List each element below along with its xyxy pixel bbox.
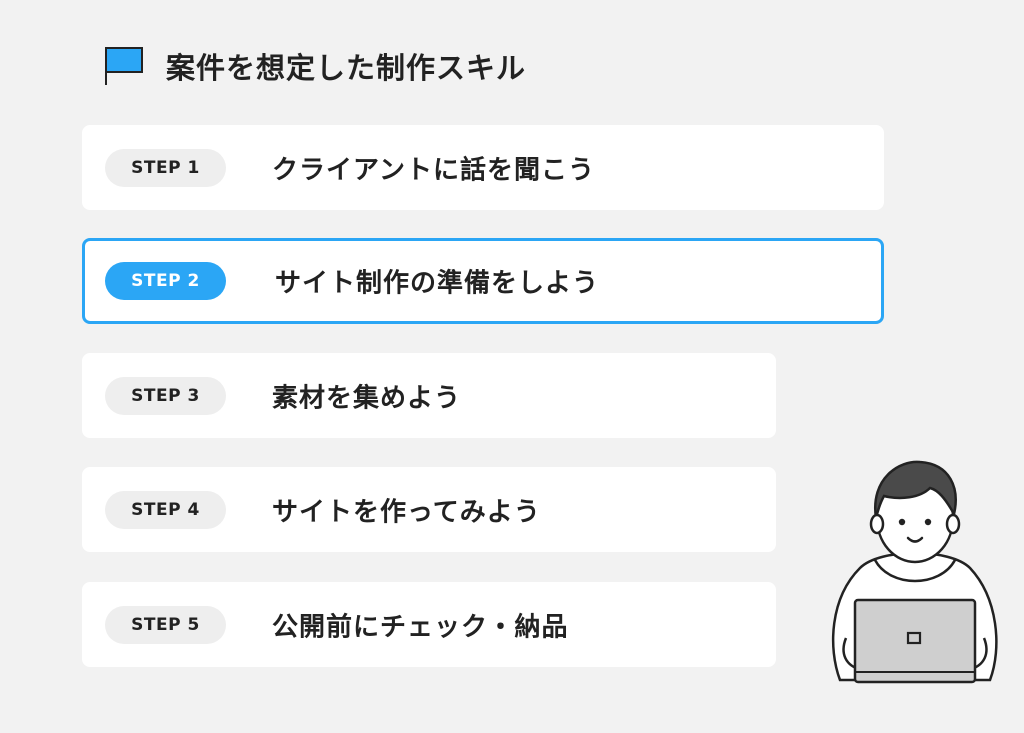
step-badge: STEP 1 <box>105 148 226 187</box>
step-badge: STEP 4 <box>105 490 226 529</box>
mouth <box>906 536 924 543</box>
step-card-4[interactable]: STEP 4 サイトを作ってみよう <box>82 467 776 552</box>
person-with-laptop-illustration <box>831 460 998 684</box>
step-badge: STEP 5 <box>105 605 226 644</box>
eye-left <box>898 518 906 526</box>
laptop-logo <box>906 631 922 645</box>
step-title: サイト制作の準備をしよう <box>275 268 600 299</box>
step-card-1[interactable]: STEP 1 クライアントに話を聞こう <box>82 125 884 210</box>
header: 案件を想定した制作スキル <box>104 44 526 88</box>
step-title: サイトを作ってみよう <box>272 497 541 527</box>
ear-left <box>869 513 885 535</box>
page-title: 案件を想定した制作スキル <box>166 51 527 85</box>
eye-right <box>924 518 932 526</box>
step-card-2[interactable]: STEP 2 サイト制作の準備をしよう <box>82 238 884 324</box>
hood-line <box>873 559 957 583</box>
step-title: クライアントに話を聞こう <box>272 155 595 185</box>
hair <box>873 460 957 519</box>
ear-right <box>945 513 961 535</box>
step-title: 公開前にチェック・納品 <box>272 612 569 642</box>
step-card-3[interactable]: STEP 3 素材を集めよう <box>82 353 776 438</box>
step-title: 素材を集めよう <box>272 383 462 413</box>
laptop <box>853 598 977 684</box>
step-badge: STEP 2 <box>105 262 226 300</box>
flag-icon <box>105 47 143 85</box>
step-card-5[interactable]: STEP 5 公開前にチェック・納品 <box>82 582 776 667</box>
step-badge: STEP 3 <box>105 376 226 415</box>
